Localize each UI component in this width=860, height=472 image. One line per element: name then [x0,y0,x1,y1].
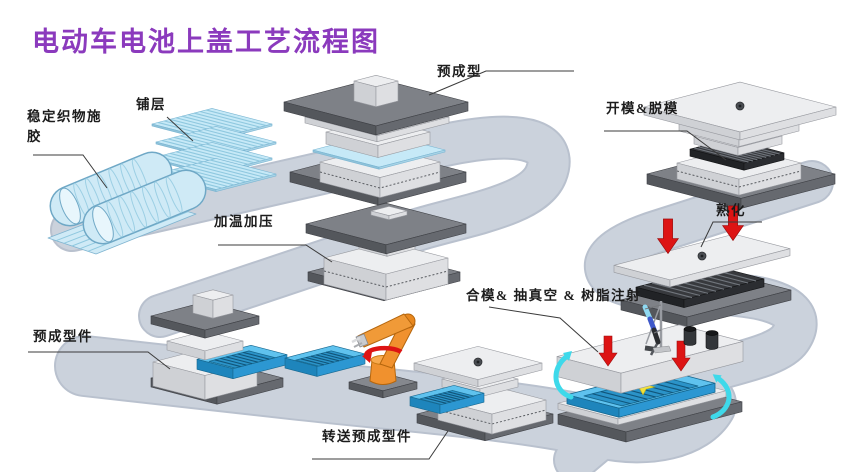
leader-line [166,116,194,142]
clamp-cylinder [683,328,697,346]
preform-tray [284,345,366,377]
preform-tray [409,385,485,414]
station-demold-press [643,81,837,209]
station-fabric-sizing-rollers [47,151,207,255]
red-down-arrow-icon [721,205,745,242]
leader-line [604,130,727,161]
station-preform-part-press [150,289,288,405]
resin-injector-icon [642,301,672,356]
station-preforming-press [283,74,469,206]
label-preforming: 预成型 [437,64,482,79]
red-down-arrow-icon [598,335,618,367]
transfer-robot-arm [348,313,418,399]
station-curing-press [613,205,792,328]
red-down-arrow-icon [656,218,680,255]
leader-line [33,154,108,189]
label-demold: 开模&脱模 [606,101,679,116]
leader-line [428,70,574,96]
leader-line [28,351,171,370]
label-fabric-sizing: 稳定织物施胶 [27,109,102,144]
label-layup: 铺层 [136,97,166,112]
leader-line [312,430,449,460]
cyan-curved-arrow-icon [553,354,574,400]
injection-port [644,345,655,352]
leader-line [218,244,333,263]
station-injection-press [553,301,744,443]
clamp-cylinder [705,332,719,350]
leader-lines [28,70,762,460]
leader-line [700,221,762,248]
label-preform-part: 预成型件 [33,329,93,344]
station-heat-pressure-press [305,202,467,302]
page-title: 电动车电池上盖工艺流程图 [32,27,380,57]
label-injection: 合模& 抽真空 & 树脂注射 [466,288,642,303]
label-heat-press: 加温加压 [214,214,274,229]
leader-line [488,306,599,353]
cyan-curved-arrow-icon [710,376,732,420]
station-layup-sheets [151,108,277,192]
label-curing: 熟化 [716,203,746,218]
label-transfer: 转送预成型件 [322,429,412,444]
